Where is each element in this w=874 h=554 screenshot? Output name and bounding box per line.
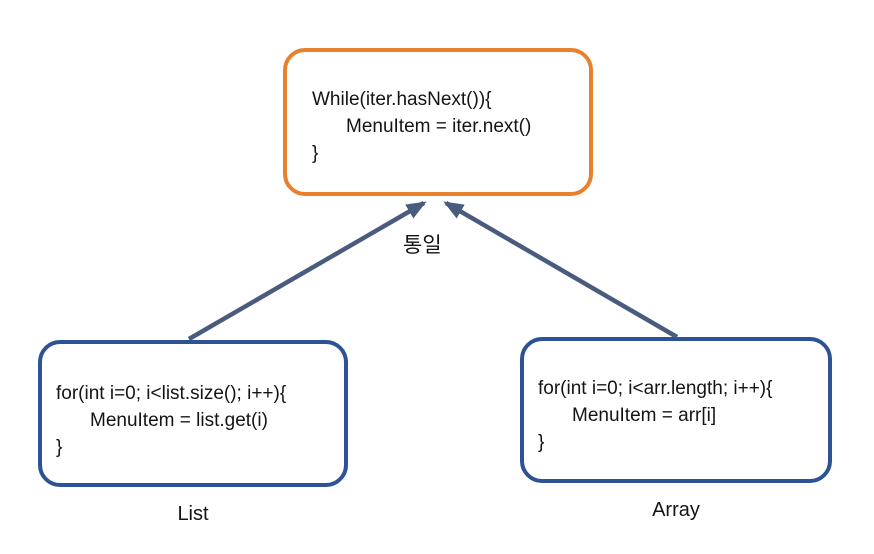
code-line: } <box>538 432 545 453</box>
arrow-array-to-unified <box>443 201 679 339</box>
code-line: } <box>56 437 63 458</box>
code-line: MenuItem = iter.next() <box>346 116 532 137</box>
array-loop-box: for(int i=0; i<arr.length; i++){ MenuIte… <box>520 337 832 483</box>
unify-label: 통일 <box>403 234 442 257</box>
list-box-label: List <box>177 503 209 525</box>
list-loop-box: for(int i=0; i<list.size(); i++){ MenuIt… <box>38 340 348 487</box>
code-line: for(int i=0; i<list.size(); i++){ <box>56 383 287 404</box>
code-line: MenuItem = arr[i] <box>572 405 717 426</box>
code-line: MenuItem = list.get(i) <box>90 410 268 431</box>
code-line: While(iter.hasNext()){ <box>312 89 492 110</box>
while-loop-box: While(iter.hasNext()){ MenuItem = iter.n… <box>283 48 593 196</box>
code-line: for(int i=0; i<arr.length; i++){ <box>538 378 773 399</box>
arrow-list-to-unified <box>187 201 427 341</box>
array-box-label: Array <box>652 499 700 521</box>
code-line: } <box>312 143 319 164</box>
